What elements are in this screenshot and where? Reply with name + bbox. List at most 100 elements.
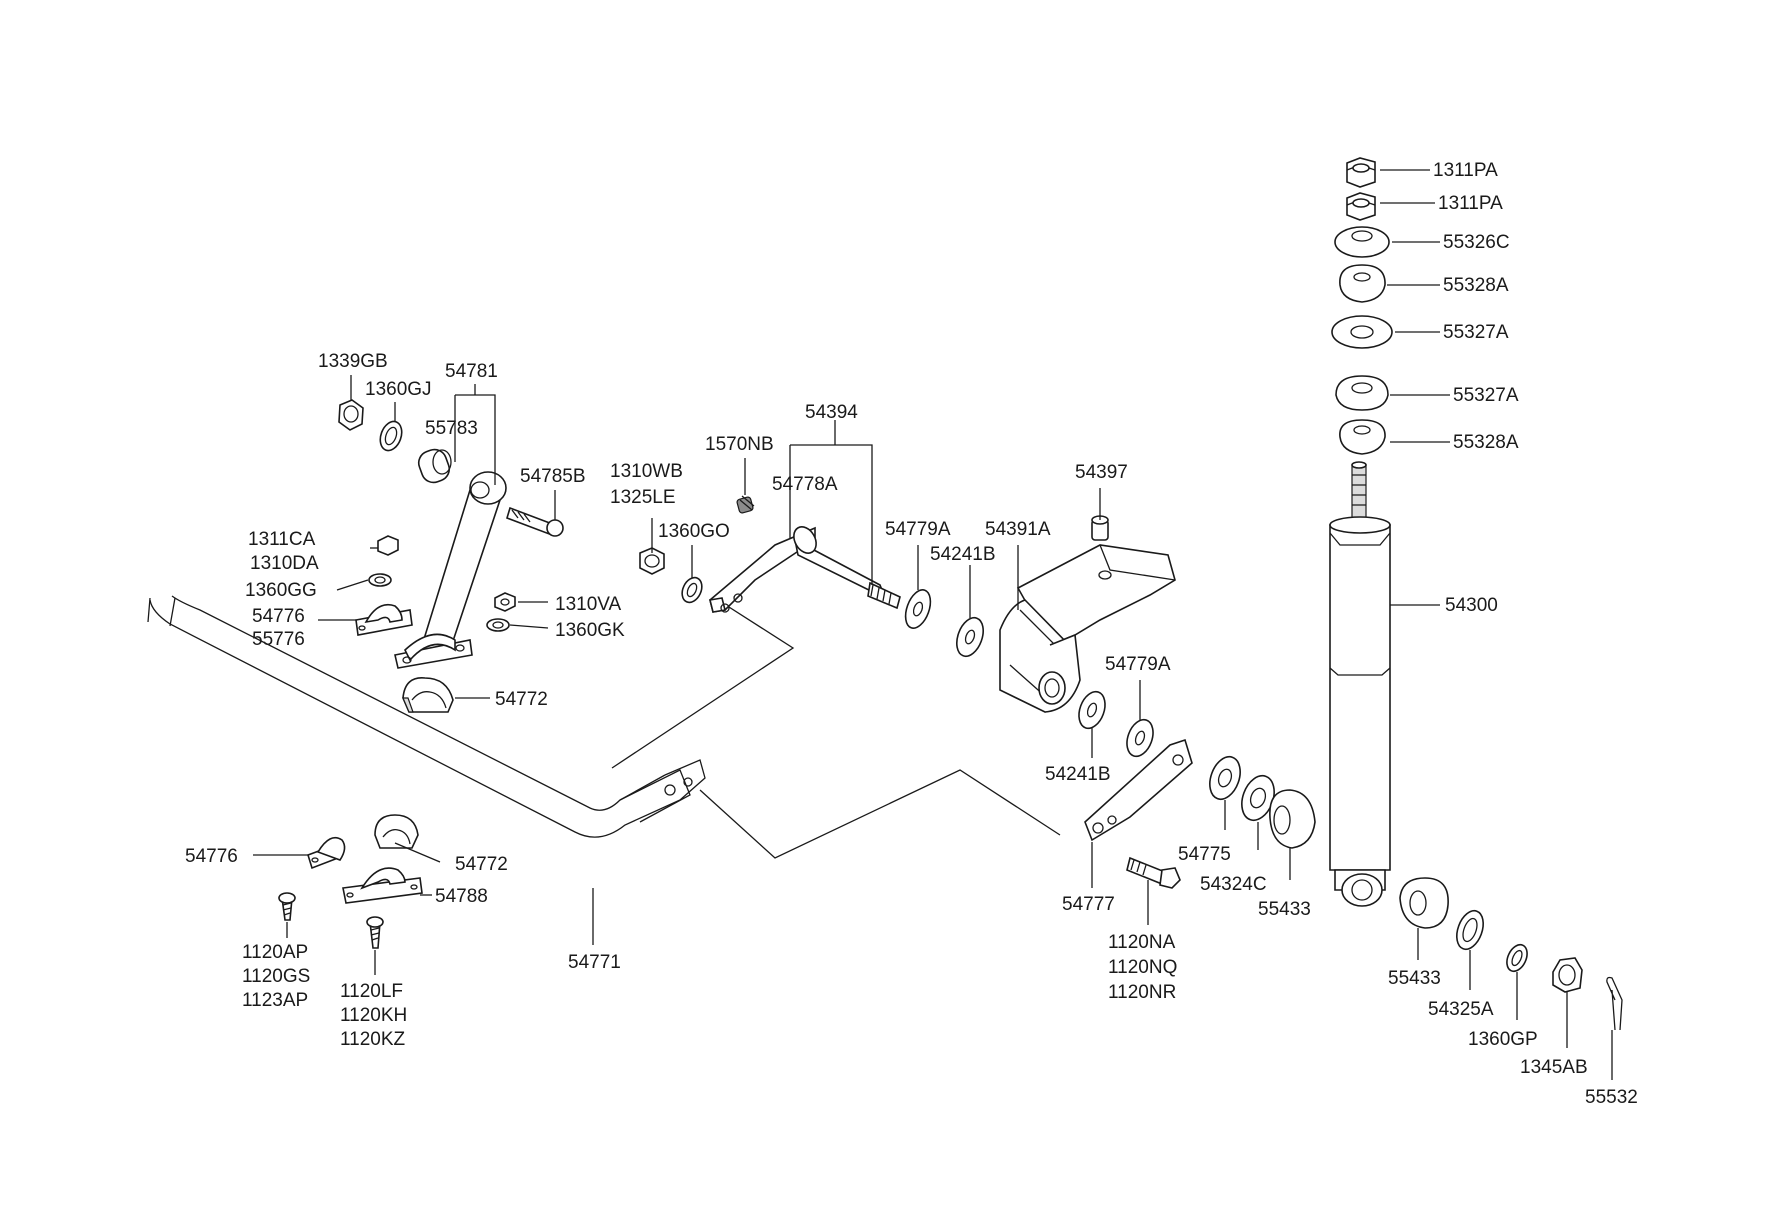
bushing-55328a-top bbox=[1339, 264, 1386, 303]
label-54772-b: 54772 bbox=[455, 854, 508, 875]
connecting-lines bbox=[611, 599, 1061, 859]
label-55433-a: 55433 bbox=[1258, 899, 1311, 920]
label-1360gg: 1360GG bbox=[245, 580, 317, 601]
label-54394: 54394 bbox=[805, 402, 858, 423]
bushing-55783 bbox=[417, 448, 452, 484]
screw-1120lf bbox=[366, 916, 384, 949]
nut-1310va bbox=[494, 592, 516, 612]
washer-1360go bbox=[681, 576, 703, 604]
label-1120ap: 1120AP bbox=[242, 942, 308, 963]
label-55328a-b: 55328A bbox=[1453, 432, 1519, 453]
label-54781: 54781 bbox=[445, 361, 498, 382]
part-labels: 1311PA 1311PA 55326C 55328A 55327A 55327… bbox=[185, 160, 1638, 1108]
label-1360gj: 1360GJ bbox=[365, 379, 432, 400]
label-54776-b: 54776 bbox=[185, 846, 238, 867]
washer-55327a-bottom bbox=[1335, 375, 1389, 411]
label-55327a-a: 55327A bbox=[1443, 322, 1509, 343]
washer-1360gj bbox=[379, 420, 403, 452]
label-54771: 54771 bbox=[568, 952, 621, 973]
washer-54241b-upper bbox=[956, 616, 984, 658]
label-1311pa-a: 1311PA bbox=[1433, 160, 1498, 181]
washer-55327a-top bbox=[1331, 315, 1393, 349]
bushing-55433-lower bbox=[1399, 877, 1449, 929]
label-54777: 54777 bbox=[1062, 894, 1115, 915]
link-54777 bbox=[1084, 738, 1193, 842]
label-1120kz: 1120KZ bbox=[340, 1029, 406, 1050]
label-54391a: 54391A bbox=[985, 519, 1051, 540]
label-1360gk: 1360GK bbox=[555, 620, 625, 641]
stabilizer-bar-54771 bbox=[147, 595, 706, 838]
label-54241b-b: 54241B bbox=[1045, 764, 1111, 785]
link-assy-54781 bbox=[394, 471, 507, 669]
label-55326c: 55326C bbox=[1443, 232, 1510, 253]
bolt-1120na bbox=[1126, 856, 1181, 889]
label-1120na: 1120NA bbox=[1108, 932, 1176, 953]
label-54397: 54397 bbox=[1075, 462, 1128, 483]
bracket-54391a bbox=[999, 544, 1176, 713]
label-54300: 54300 bbox=[1445, 595, 1498, 616]
label-55532: 55532 bbox=[1585, 1087, 1638, 1108]
screw-1120ap bbox=[278, 892, 296, 921]
washer-1360gp bbox=[1506, 943, 1528, 973]
washer-1360gg bbox=[368, 573, 392, 587]
nut-1311pa-second bbox=[1346, 192, 1376, 221]
label-54325a: 54325A bbox=[1428, 999, 1494, 1020]
label-1310wb: 1310WB bbox=[610, 461, 683, 482]
bushing-55433-upper bbox=[1269, 789, 1316, 849]
clamp-54776-lower bbox=[307, 836, 346, 870]
washer-54779a-upper bbox=[904, 589, 932, 629]
label-1120nr: 1120NR bbox=[1108, 982, 1176, 1003]
clamp-54788 bbox=[342, 867, 423, 904]
nut-1311ca bbox=[377, 535, 399, 556]
washer-54775 bbox=[1209, 755, 1241, 801]
bracket-54776-top bbox=[355, 603, 413, 636]
label-1120nq: 1120NQ bbox=[1108, 957, 1177, 978]
label-1311pa-b: 1311PA bbox=[1438, 193, 1503, 214]
label-1360gp: 1360GP bbox=[1468, 1029, 1538, 1050]
washer-55326c bbox=[1334, 226, 1390, 258]
label-54779a-b: 54779A bbox=[1105, 654, 1171, 675]
label-1123ap: 1123AP bbox=[242, 990, 308, 1011]
label-54775: 54775 bbox=[1178, 844, 1231, 865]
label-54324c: 54324C bbox=[1200, 874, 1267, 895]
washer-54241b-lower bbox=[1078, 690, 1106, 730]
label-54779a-a: 54779A bbox=[885, 519, 951, 540]
label-54241b-a: 54241B bbox=[930, 544, 996, 565]
nut-1345ab bbox=[1552, 957, 1583, 993]
label-1311ca: 1311CA bbox=[248, 529, 316, 550]
washer-1360gk bbox=[486, 618, 510, 632]
washer-54325a bbox=[1456, 909, 1484, 951]
bushing-54772-lower bbox=[374, 814, 419, 849]
label-54778a: 54778A bbox=[772, 474, 838, 495]
label-1345ab: 1345AB bbox=[1520, 1057, 1588, 1078]
label-54788: 54788 bbox=[435, 886, 488, 907]
shock-absorber-54300 bbox=[1329, 461, 1391, 907]
label-55433-b: 55433 bbox=[1388, 968, 1441, 989]
nut-1311pa-top bbox=[1346, 157, 1376, 188]
cotter-pin-55532 bbox=[1606, 976, 1623, 1031]
grease-fitting-1570nb bbox=[736, 495, 755, 514]
label-54772-a: 54772 bbox=[495, 689, 548, 710]
bushing-55328a-bottom bbox=[1339, 419, 1386, 455]
label-1570nb: 1570NB bbox=[705, 434, 774, 455]
nut-1339gb bbox=[338, 399, 364, 431]
label-1310da: 1310DA bbox=[250, 553, 319, 574]
bracket-54778a bbox=[709, 526, 901, 613]
label-54785b: 54785B bbox=[520, 466, 586, 487]
label-55328a-a: 55328A bbox=[1443, 275, 1509, 296]
label-1310va: 1310VA bbox=[555, 594, 622, 615]
leader-lines bbox=[253, 169, 1613, 1080]
label-1325le: 1325LE bbox=[610, 487, 676, 508]
label-1120kh: 1120KH bbox=[340, 1005, 407, 1026]
label-55776: 55776 bbox=[252, 629, 305, 650]
label-55783: 55783 bbox=[425, 418, 478, 439]
washer-54779a-lower bbox=[1126, 718, 1154, 758]
label-1120gs: 1120GS bbox=[242, 966, 310, 987]
label-1339gb: 1339GB bbox=[318, 351, 388, 372]
label-1360go: 1360GO bbox=[658, 521, 730, 542]
label-1120lf: 1120LF bbox=[340, 981, 403, 1002]
label-55327a-b: 55327A bbox=[1453, 385, 1519, 406]
label-54776-a: 54776 bbox=[252, 606, 305, 627]
bushing-54772-top bbox=[402, 677, 454, 713]
